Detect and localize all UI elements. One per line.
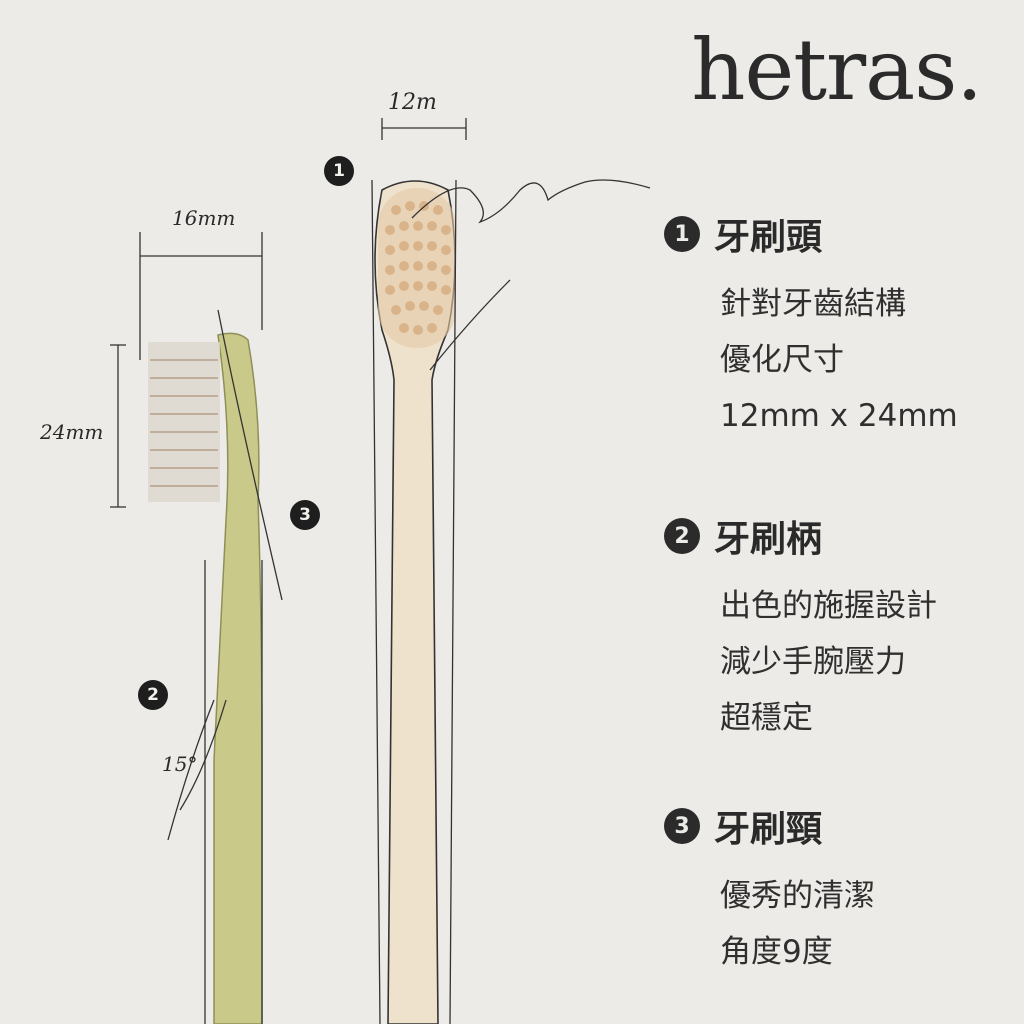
feature-head: 1 牙刷頭 針對牙齒結構 優化尺寸 12mm x 24mm	[664, 210, 958, 444]
toothbrush-sketch	[110, 118, 651, 1024]
feature-title-text: 牙刷柄	[714, 519, 823, 560]
side-brush-handle	[213, 332, 263, 1024]
feature-title-text: 牙刷頭	[714, 217, 823, 258]
marker-3: 3	[290, 500, 320, 530]
angle-label: 15°	[162, 752, 198, 776]
number-badge: 2	[664, 518, 700, 554]
feature-line: 優化尺寸	[720, 342, 844, 378]
marker-1: 1	[324, 156, 354, 186]
feature-line: 角度9度	[720, 934, 833, 970]
number-badge: 3	[664, 808, 700, 844]
feature-neck: 3 牙刷頸 優秀的清潔 角度9度	[664, 802, 875, 980]
feature-title: 3 牙刷頸	[664, 802, 875, 850]
number-badge: 1	[664, 216, 700, 252]
brand-logo: hetras.	[691, 21, 983, 119]
feature-line: 減少手腕壓力	[720, 644, 906, 680]
marker-2: 2	[138, 680, 168, 710]
front-width-label: 12m	[388, 90, 437, 115]
side-height-label: 24mm	[40, 420, 104, 444]
feature-line: 出色的施握設計	[720, 588, 937, 624]
feature-title: 2 牙刷柄	[664, 512, 937, 560]
feature-line: 12mm x 24mm	[720, 398, 958, 434]
side-bristles	[148, 342, 220, 502]
side-width-label: 16mm	[172, 206, 236, 230]
feature-title: 1 牙刷頭	[664, 210, 958, 258]
feature-handle: 2 牙刷柄 出色的施握設計 減少手腕壓力 超穩定	[664, 512, 937, 746]
feature-line: 針對牙齒結構	[720, 286, 906, 322]
feature-line: 超穩定	[720, 700, 813, 736]
feature-title-text: 牙刷頸	[714, 809, 823, 850]
feature-line: 優秀的清潔	[720, 878, 875, 914]
